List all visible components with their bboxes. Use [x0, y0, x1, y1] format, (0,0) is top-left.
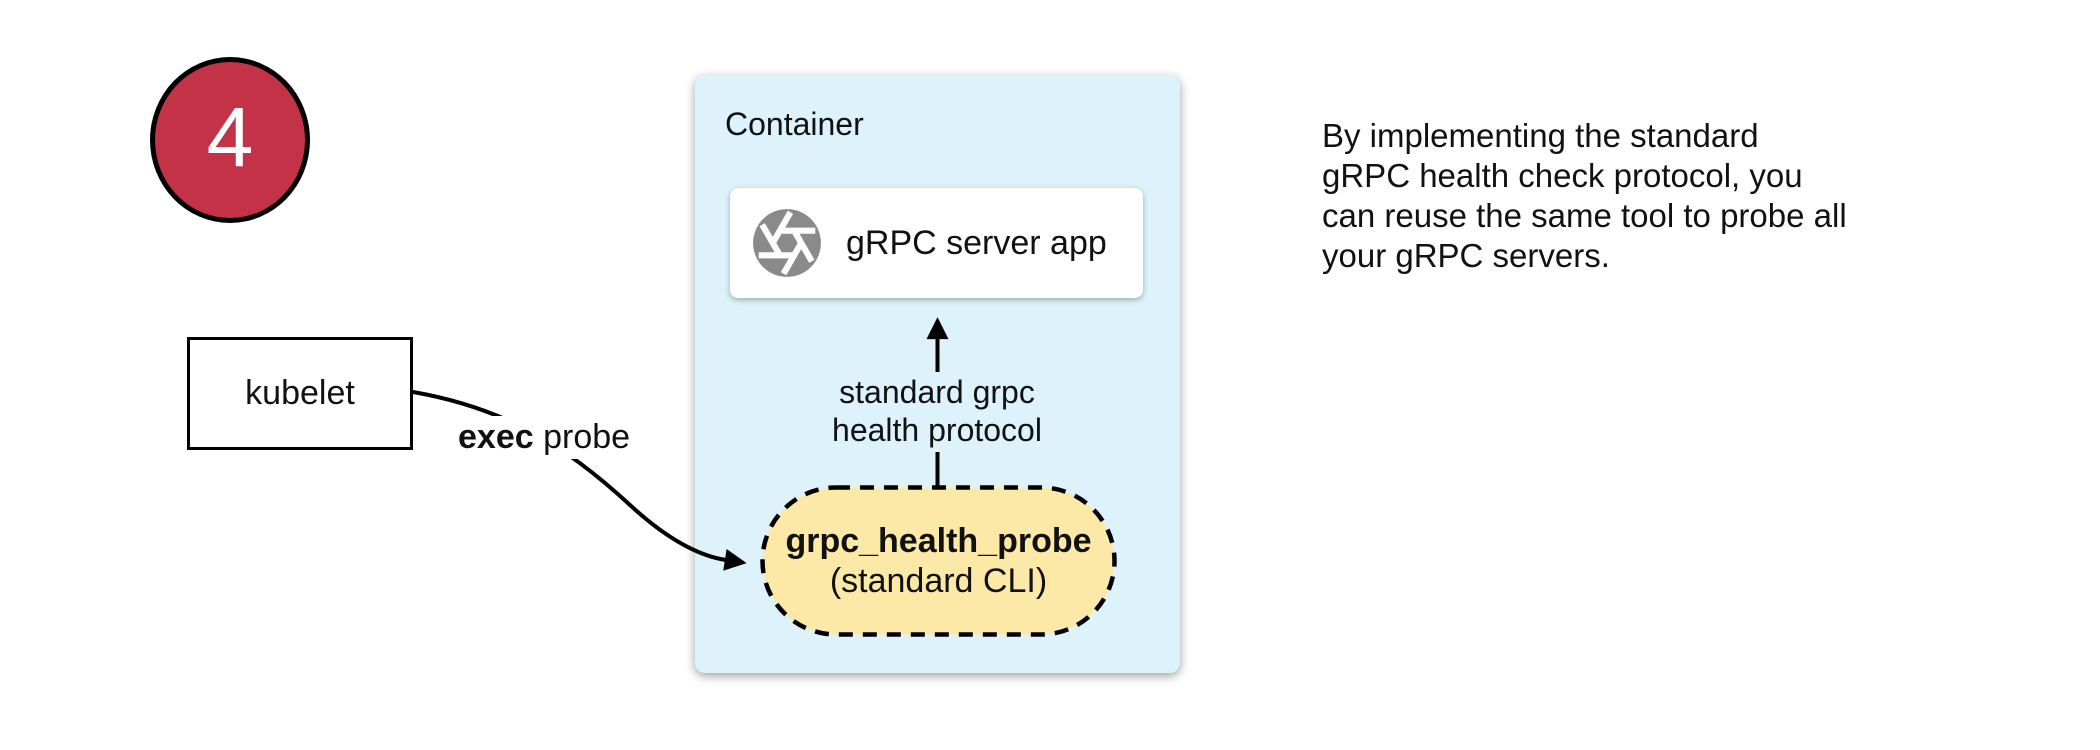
grpc-aperture-icon [753, 209, 821, 277]
exec-keyword: exec [458, 418, 534, 456]
explanatory-note: By implementing the standard gRPC health… [1322, 117, 1847, 274]
grpc-health-probe-subtitle: (standard CLI) [829, 562, 1048, 600]
step-number: 4 [206, 90, 254, 184]
container-label: Container [725, 106, 864, 142]
probe-word: probe [533, 418, 631, 456]
step-number-badge: 4 [150, 57, 310, 223]
health-protocol-arrow-label: standard grpc health protocol [832, 374, 1042, 448]
exec-probe-arrow-label: exec probe [450, 416, 639, 459]
grpc-health-probe-text: grpc_health_probe (standard CLI) [762, 487, 1115, 635]
grpc-server-app-label: gRPC server app [846, 223, 1107, 262]
grpc-health-probe-title: grpc_health_probe [785, 522, 1092, 560]
exec-probe-arrow [411, 390, 747, 571]
kubelet-label: kubelet [245, 374, 355, 412]
grpc-health-probe-node [760, 485, 1117, 637]
kubelet-node: kubelet [187, 337, 413, 450]
grpc-server-app-node: gRPC server app [730, 188, 1143, 298]
